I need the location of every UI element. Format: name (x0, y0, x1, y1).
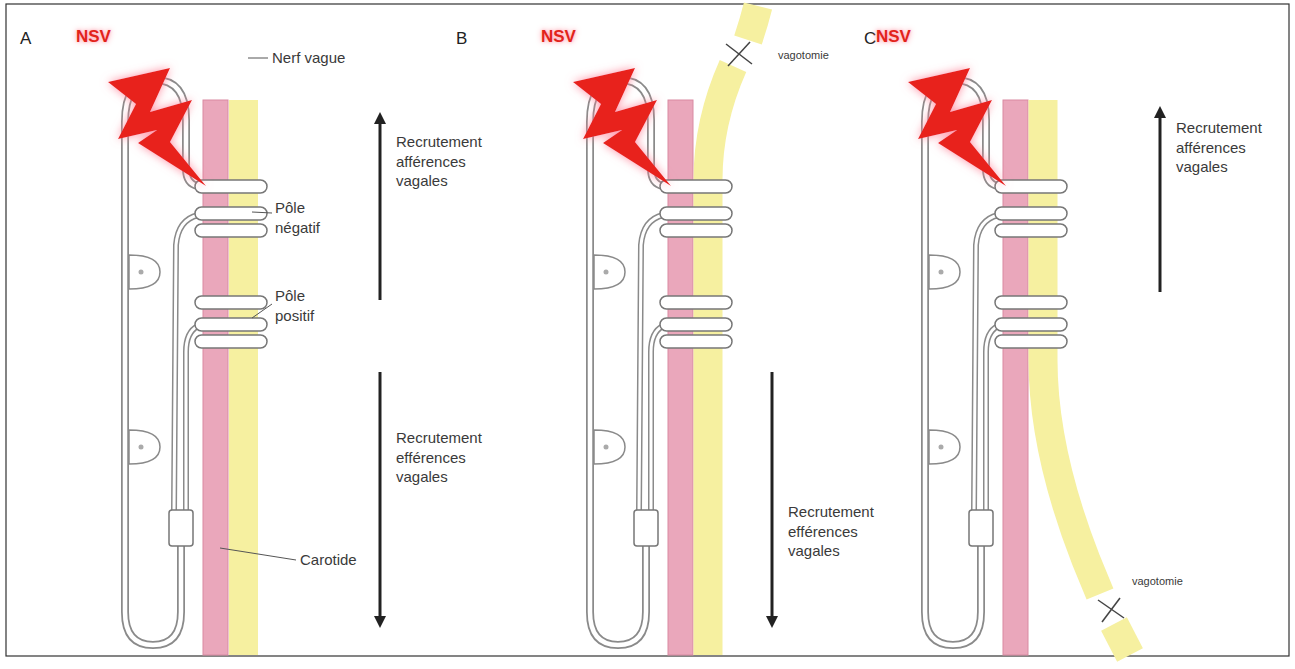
label-holder: Recrutement efférences vagales (788, 502, 906, 561)
part-label: Pôle négatif (275, 198, 339, 237)
panel-c (908, 68, 1160, 655)
stimulation-label: NSV (541, 26, 576, 48)
effect-label: Recrutement afférences vagales (1176, 118, 1284, 177)
label-holder: A (20, 28, 31, 50)
label-holder: Recrutement afférences vagales (1176, 118, 1284, 177)
cut-label: vagotomie (1130, 574, 1185, 588)
label-holder: C (864, 28, 876, 50)
label-holder: Recrutement efférences vagales (396, 428, 514, 487)
stimulation-label: NSV (876, 26, 911, 48)
label-holder: Recrutement afférences vagales (396, 132, 514, 191)
part-label: Nerf vague (272, 48, 345, 68)
panel-b (573, 6, 772, 655)
frame (6, 4, 1289, 656)
part-label: Pôle positif (275, 286, 339, 325)
effect-label: Recrutement afférences vagales (396, 132, 514, 191)
label-holder: vagotomie (776, 48, 831, 62)
label-holder: NSV (541, 26, 576, 48)
panel-a (108, 58, 380, 655)
label-holder: Pôle négatif (275, 198, 339, 237)
label-holder: Nerf vague (272, 48, 345, 68)
effect-label: Recrutement efférences vagales (788, 502, 906, 561)
effect-label: Recrutement efférences vagales (396, 428, 514, 487)
part-label: Carotide (300, 550, 357, 570)
cut-label: vagotomie (776, 48, 831, 62)
label-holder: B (456, 28, 467, 50)
label-holder: NSV (876, 26, 911, 48)
label-holder: NSV (76, 26, 111, 48)
panel-letter: A (20, 28, 31, 50)
stimulation-label: NSV (76, 26, 111, 48)
label-holder: Carotide (300, 550, 357, 570)
panel-letter: B (456, 28, 467, 50)
panel-letter: C (864, 28, 876, 50)
label-holder: Pôle positif (275, 286, 339, 325)
label-holder: vagotomie (1130, 574, 1185, 588)
